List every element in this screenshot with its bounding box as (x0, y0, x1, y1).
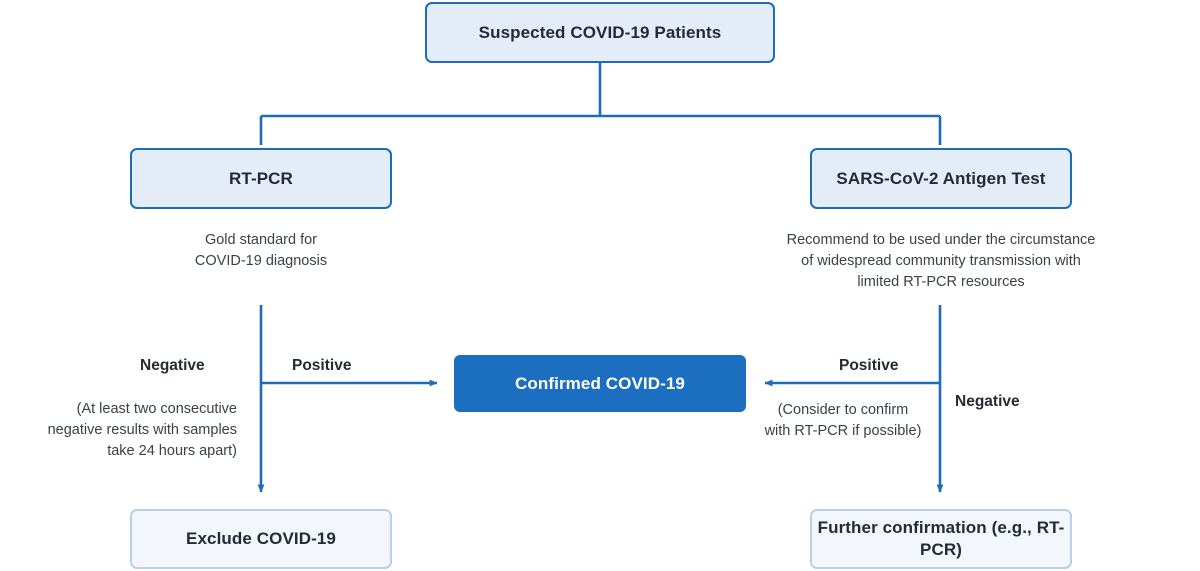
node-further-confirmation[interactable]: Further confirmation (e.g., RT-PCR) (810, 509, 1072, 569)
node-rt-pcr[interactable]: RT-PCR (130, 148, 392, 209)
node-further-confirmation-label: Further confirmation (e.g., RT-PCR) (817, 518, 1065, 559)
node-antigen-test[interactable]: SARS-CoV-2 Antigen Test (810, 148, 1072, 209)
edge-label-right-negative: Negative (955, 393, 1020, 410)
edge-label-left-negative: Negative (140, 357, 205, 374)
edge-label-right-positive: Positive (839, 357, 899, 374)
node-exclude-covid-label: Exclude COVID-19 (186, 529, 336, 549)
node-confirmed-covid-label: Confirmed COVID-19 (515, 373, 685, 393)
caption-rt-pcr: Gold standard for COVID-19 diagnosis (194, 232, 328, 270)
caption-antigen-test: Recommend to be used under the circumsta… (786, 232, 1096, 291)
node-confirmed-covid[interactable]: Confirmed COVID-19 (454, 355, 746, 412)
edge-note-right-positive: (Consider to confirm with RT-PCR if poss… (764, 402, 922, 440)
node-rt-pcr-label: RT-PCR (229, 168, 293, 188)
edge-note-left-negative: (At least two consecutive negative resul… (47, 401, 237, 460)
node-suspected-patients-label: Suspected COVID-19 Patients (478, 22, 722, 42)
edge-label-left-positive: Positive (292, 357, 352, 374)
node-antigen-test-label: SARS-CoV-2 Antigen Test (836, 168, 1046, 188)
node-exclude-covid[interactable]: Exclude COVID-19 (130, 509, 392, 569)
node-suspected-patients[interactable]: Suspected COVID-19 Patients (425, 2, 775, 63)
